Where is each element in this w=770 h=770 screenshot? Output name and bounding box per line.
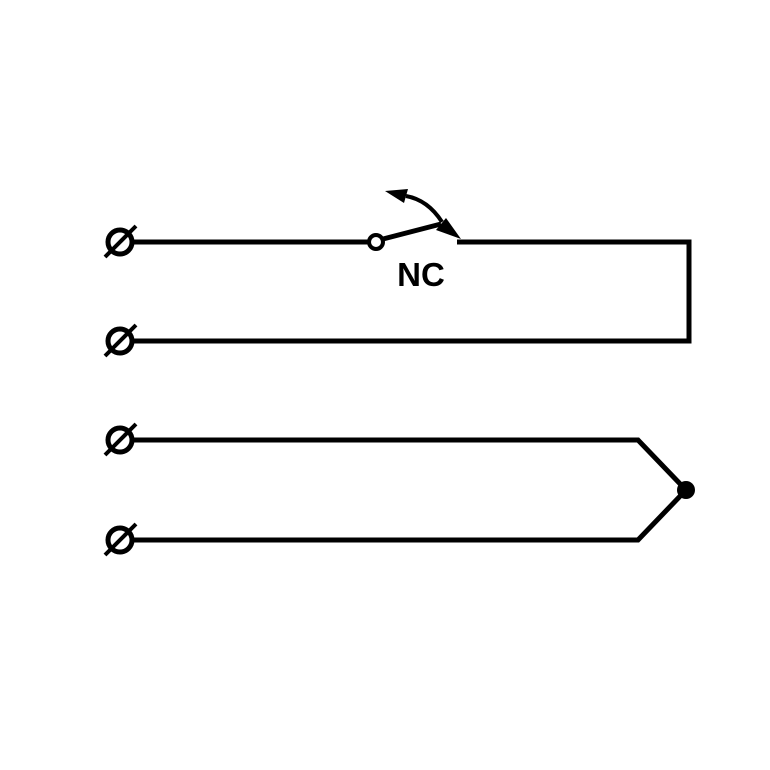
- wire-bottom-lower: [132, 488, 688, 543]
- terminal-top-left-1: [103, 224, 138, 259]
- wire-switch-to-terminal-2: [132, 239, 692, 344]
- terminal-slash-icon: [103, 422, 138, 457]
- wire-bottom-upper: [132, 437, 688, 492]
- switch-pivot: [367, 233, 385, 251]
- actuation-arrowhead-icon: [385, 189, 408, 203]
- terminal-slash-icon: [103, 522, 138, 557]
- junction-dot: [677, 481, 695, 499]
- nc-switch: NC: [367, 189, 461, 293]
- terminal-slash-icon: [103, 224, 138, 259]
- terminal-circle: [105, 525, 135, 555]
- terminal-slash-icon: [103, 323, 138, 358]
- actuation-motion-arrow: [405, 194, 444, 224]
- terminal-bottom-left-1: [103, 422, 138, 457]
- switch-blade: [382, 221, 442, 242]
- terminal-top-left-2: [103, 323, 138, 358]
- terminal-circle: [105, 326, 135, 356]
- switch-label: NC: [397, 256, 445, 293]
- switch-blade-arrowhead-icon: [436, 218, 461, 239]
- terminal-bottom-left-2: [103, 522, 138, 557]
